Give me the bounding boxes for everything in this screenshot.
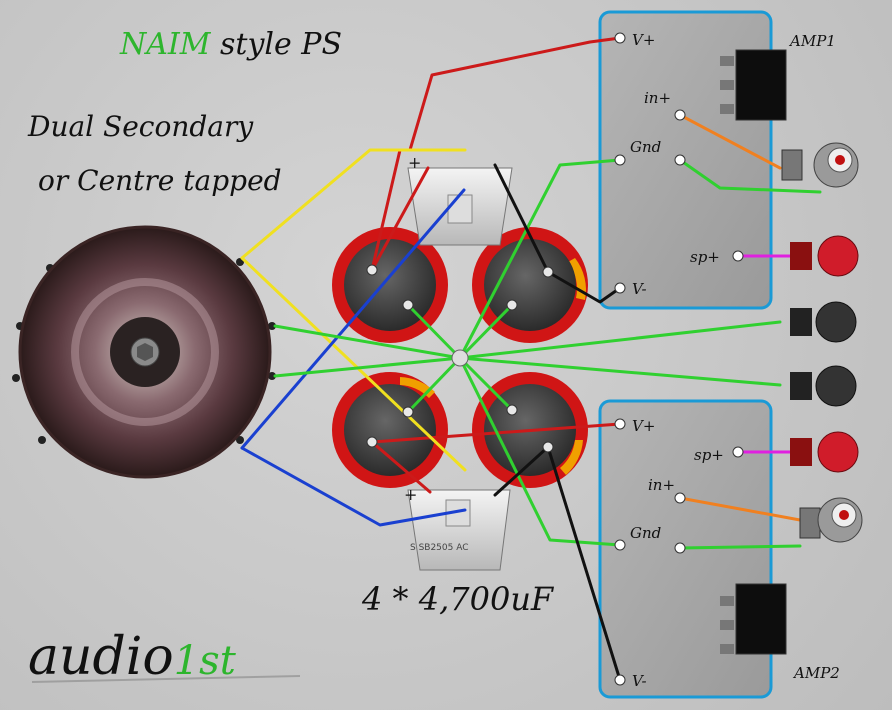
wire-orange-amp1: [678, 113, 782, 170]
amp1-vminus-label: V-: [632, 280, 647, 298]
wire-red-3: [370, 440, 432, 494]
amp2-spplus-label: sp+: [694, 446, 724, 464]
amp2-name: AMP2: [792, 664, 840, 682]
wire-green-t1: [273, 324, 462, 360]
amp1-name: AMP1: [788, 32, 836, 50]
wire-blue-top: [240, 188, 466, 450]
wire-green-gnd-amp2: [458, 356, 622, 547]
amp1-vplus-label: V+: [632, 31, 655, 49]
subtitle-line2: or Centre tapped: [38, 164, 282, 197]
rca-jack-2: [799, 497, 863, 543]
amp2-vplus-label: V+: [632, 417, 655, 435]
page-title: NAIM style PS: [119, 27, 342, 62]
wire-blue-bottom: [240, 446, 467, 527]
amp2-inplus-label: in+: [648, 476, 675, 494]
wiring: [240, 36, 822, 682]
wire-black-vminus-amp2: [546, 445, 622, 682]
audio1st-logo: audio1st: [28, 627, 301, 687]
svg-text:audio1st: audio1st: [28, 627, 237, 687]
speaker-post-red-2: [790, 431, 859, 473]
amp1-chip: [720, 49, 787, 121]
brand-name: NAIM: [119, 27, 212, 62]
amp1-spplus-label: sp+: [690, 248, 720, 266]
wire-red-2: [370, 166, 430, 272]
amp1-gnd-label: Gnd: [630, 138, 661, 156]
wire-green-c2: [458, 303, 514, 360]
wire-black-1: [493, 445, 550, 497]
wire-green-spk1: [458, 320, 782, 360]
toroidal-transformer: [12, 225, 276, 479]
wire-green-gnd-amp1: [458, 158, 622, 360]
wire-yellow-top: [240, 148, 467, 260]
logo-suffix: 1st: [174, 638, 237, 684]
wire-green-c4: [458, 356, 514, 412]
capacitor-spec-label: 4 * 4,700uF: [361, 580, 555, 618]
wire-yellow-bottom: [240, 256, 467, 472]
rca-jack-1: [781, 142, 859, 188]
bridge-marking: S SB2505 AC: [410, 543, 469, 553]
amp2-gnd-label: Gnd: [630, 524, 661, 542]
amp-terminals: [614, 32, 744, 686]
subtitle-line1: Dual Secondary: [27, 110, 254, 143]
wire-green-c1: [406, 303, 462, 360]
wire-black-vminus-amp1: [493, 163, 622, 304]
wire-green-amp2-rca: [678, 544, 802, 550]
title-rest: style PS: [210, 27, 342, 62]
bridge-rectifier-bottom: S SB2505 AC +: [404, 485, 511, 571]
wire-red-1: [370, 148, 402, 272]
amp2-chip: [720, 583, 787, 655]
wire-red-vplus-amp1: [408, 36, 622, 152]
logo-text: audio: [28, 627, 174, 687]
speaker-post-red-1: [790, 235, 859, 277]
bridge-bottom-plus: +: [404, 485, 417, 504]
wire-green-t2: [273, 356, 462, 378]
wire-green-c3: [406, 356, 462, 414]
speaker-post-black-2: [790, 365, 857, 407]
amp2-vminus-label: V-: [632, 672, 647, 690]
speaker-post-black-1: [790, 301, 857, 343]
wire-orange-amp2: [678, 496, 802, 522]
bridge-top-plus: +: [408, 153, 421, 172]
amp1-inplus-label: in+: [644, 89, 671, 107]
wire-green-amp1-rca: [678, 158, 822, 194]
star-ground-point: [451, 349, 469, 367]
wire-green-spk2: [458, 356, 782, 387]
capacitor-terminals: [366, 264, 554, 453]
